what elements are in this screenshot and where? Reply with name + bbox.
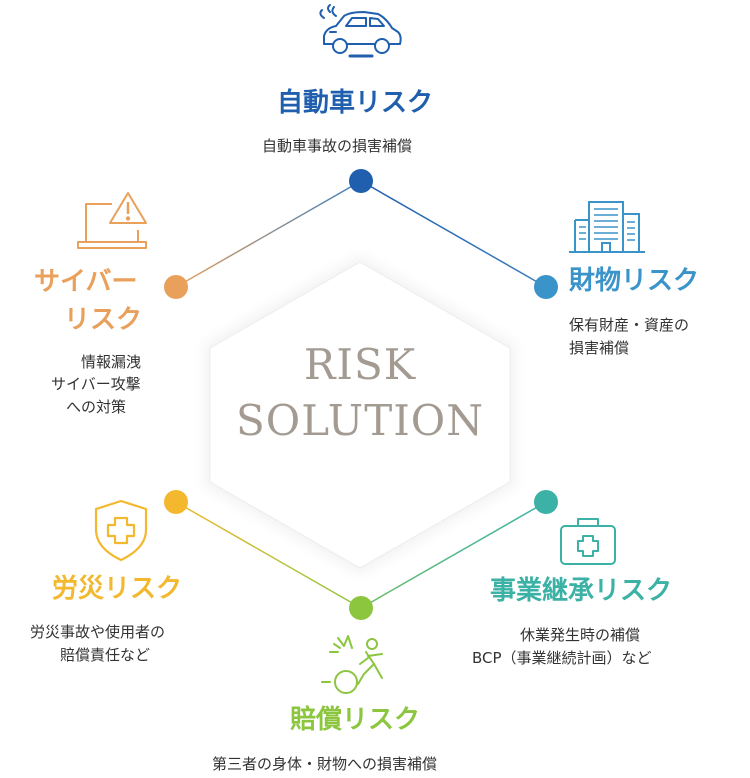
center-title-line2: SOLUTION	[236, 396, 484, 445]
labor-risk-desc-line1: 労災事故や使用者の	[30, 623, 166, 641]
liability-risk-desc: 第三者の身体・財物への損害補償	[212, 755, 438, 773]
laptop-warning-icon	[77, 192, 147, 249]
labor-risk-title: 労災リスク	[52, 574, 183, 604]
dot-labor	[164, 490, 188, 514]
cyber-risk-title-line2: リスク	[64, 305, 143, 335]
business-risk-desc-line2: BCP（事業継続計画）など	[472, 649, 652, 667]
labor-risk-desc-line2: 賠償責任など	[60, 646, 151, 664]
property-risk-desc-line2: 損害補償	[569, 339, 630, 357]
center-title-line1: RISK	[303, 340, 417, 389]
cyber-risk-title-line1: サイバー	[34, 267, 138, 297]
property-risk-title: 財物リスク	[569, 266, 700, 296]
dot-business	[534, 490, 558, 514]
dot-cyber	[164, 275, 188, 299]
edge-liability-labor	[175, 501, 362, 609]
first-aid-kit-icon	[560, 518, 616, 565]
cyber-risk-desc-line2: サイバー攻撃	[51, 375, 141, 393]
building-icon	[569, 201, 645, 253]
dot-auto	[349, 169, 373, 193]
cyber-risk-desc-line1: 情報漏洩	[81, 353, 142, 371]
edge-business-liability	[360, 501, 547, 609]
auto-risk-title: 自動車リスク	[277, 88, 434, 118]
cyber-risk-desc-line3: への対策	[66, 398, 127, 416]
liability-risk-title: 賠償リスク	[290, 705, 421, 735]
person-hit-icon	[321, 635, 383, 694]
edge-cyber-auto	[175, 180, 362, 288]
car-accident-icon	[319, 4, 402, 58]
business-risk-desc-line1: 休業発生時の補償	[520, 626, 641, 644]
shield-cross-icon	[94, 499, 148, 562]
business-risk-title: 事業継承リスク	[490, 576, 673, 606]
edge-auto-property	[360, 180, 547, 288]
dot-property	[534, 275, 558, 299]
inner-hexagon	[209, 261, 511, 569]
dot-liability	[349, 596, 373, 620]
property-risk-desc-line1: 保有財産・資産の	[569, 316, 690, 334]
auto-risk-desc: 自動車事故の損害補償	[262, 137, 413, 155]
